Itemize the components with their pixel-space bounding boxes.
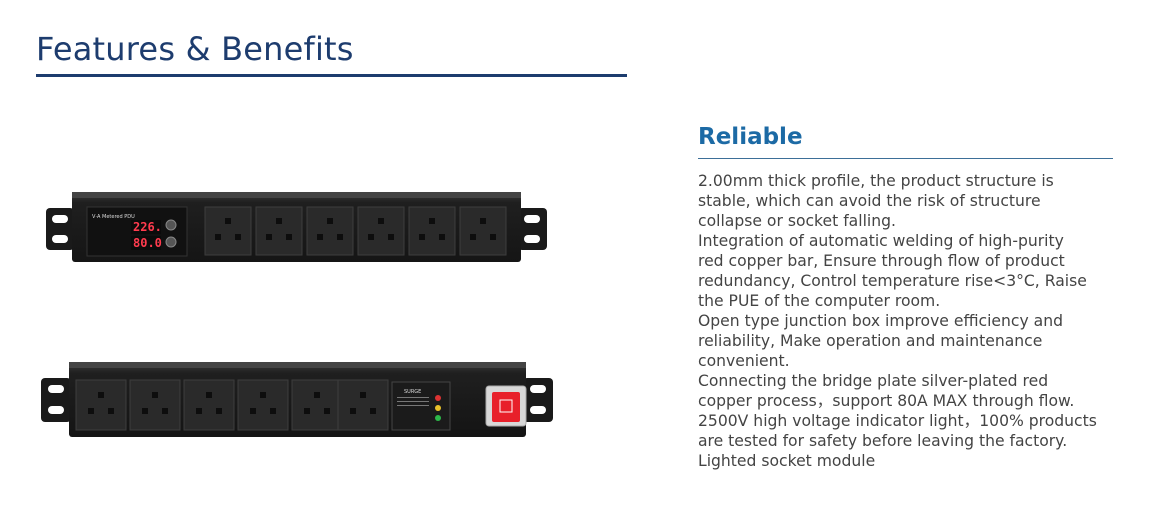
indicator-light-yellow-icon — [435, 405, 441, 411]
current-display: 80.0 — [133, 236, 162, 250]
voltage-display: 226. — [133, 220, 162, 234]
power-switch-icon — [492, 392, 520, 422]
meter-button-icon — [165, 219, 177, 231]
brand-label: V·A Metered PDU — [92, 214, 135, 220]
pdu-metered-image: V·A Metered PDU 226. 80.0 — [45, 190, 550, 265]
section-underline — [698, 158, 1113, 159]
title-underline — [36, 74, 627, 77]
section-title: Reliable — [698, 124, 803, 150]
page-title: Features & Benefits — [36, 30, 354, 68]
surge-label: SURGE — [404, 389, 421, 395]
pdu-switch-image: SURGE — [40, 360, 555, 440]
indicator-light-red-icon — [435, 395, 441, 401]
meter-button-icon — [165, 236, 177, 248]
indicator-light-green-icon — [435, 415, 441, 421]
section-description: 2.00mm thick profile, the product struct… — [698, 172, 1097, 470]
